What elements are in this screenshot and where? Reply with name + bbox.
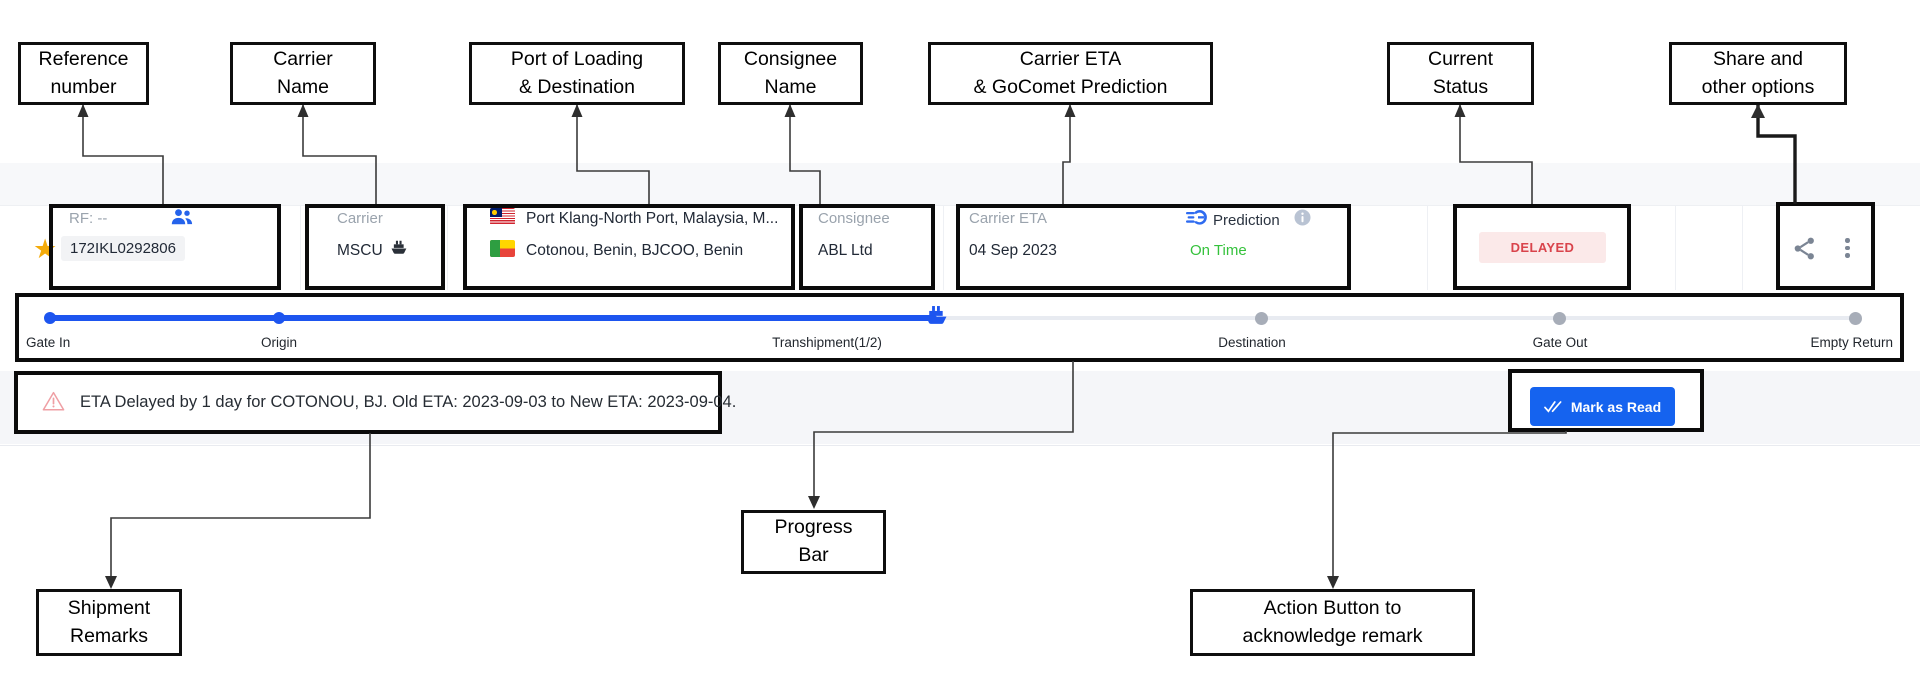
milestone-label: Gate Out xyxy=(1532,335,1588,350)
consignee-annotation-box xyxy=(799,204,935,290)
callout-ports: Port of Loading& Destination xyxy=(469,42,685,105)
reference-number: 172IKL0292806 xyxy=(61,236,185,261)
reference-annotation-box xyxy=(49,204,281,290)
favorite-star-icon[interactable]: ★ xyxy=(33,234,58,264)
column-divider xyxy=(943,205,944,290)
mark-as-read-label: Mark as Read xyxy=(1570,398,1662,415)
column-divider xyxy=(1742,205,1743,290)
current-vessel-position-icon xyxy=(924,305,950,332)
column-divider xyxy=(1675,205,1676,290)
milestone-label: Gate In xyxy=(26,335,71,350)
malaysia-flag-icon xyxy=(490,208,515,225)
mark-as-read-button[interactable]: Mark as Read xyxy=(1530,387,1675,426)
milestone-label: Transhipment(1/2) xyxy=(772,335,882,350)
shipment-remark-text: ETA Delayed by 1 day for COTONOU, BJ. Ol… xyxy=(80,393,737,411)
milestone-dot-gate-in xyxy=(44,312,56,324)
callout-eta: Carrier ETA& GoComet Prediction xyxy=(928,42,1213,105)
progress-track-completed xyxy=(50,315,937,321)
double-check-icon xyxy=(1544,400,1563,413)
benin-flag-icon xyxy=(490,240,515,257)
consignee-label: Consignee xyxy=(818,210,890,227)
carrier-eta-label: Carrier ETA xyxy=(969,210,1048,227)
prediction-label: Prediction xyxy=(1213,211,1280,229)
origin-port: Port Klang-North Port, Malaysia, M... xyxy=(526,210,779,227)
shared-users-icon[interactable] xyxy=(171,209,193,230)
column-divider xyxy=(1427,205,1428,290)
progress-annotation-box xyxy=(15,293,1904,362)
ports-annotation-box xyxy=(463,204,795,290)
share-icon[interactable] xyxy=(1793,237,1816,265)
prediction-value: On Time xyxy=(1190,242,1247,259)
milestone-dot-origin xyxy=(273,312,285,324)
carrier-annotation-box xyxy=(305,204,445,290)
vessel-icon xyxy=(390,240,409,261)
milestone-label: Origin xyxy=(260,335,298,350)
column-divider xyxy=(447,205,448,290)
milestone-dot-gate-out xyxy=(1553,312,1566,325)
progress-track-remaining xyxy=(937,316,1856,320)
info-icon[interactable] xyxy=(1294,209,1311,231)
column-divider xyxy=(300,205,301,290)
status-annotation-box xyxy=(1453,204,1631,290)
carrier-label: Carrier xyxy=(337,210,383,227)
carrier-eta-value: 04 Sep 2023 xyxy=(969,242,1057,259)
gocomet-prediction-icon xyxy=(1186,210,1207,230)
milestone-label: Empty Return xyxy=(1810,335,1893,350)
shipment-remarks-highlight-box xyxy=(14,371,722,434)
carrier-name: MSCU xyxy=(337,241,383,259)
milestone-label: Destination xyxy=(1218,335,1286,350)
milestone-dot-destination xyxy=(1255,312,1268,325)
warning-icon xyxy=(42,391,65,416)
reference-label: RF: -- xyxy=(69,210,108,227)
milestone-dot-empty-return xyxy=(1849,312,1862,325)
destination-port: Cotonou, Benin, BJCOO, Benin xyxy=(526,242,744,259)
eta-annotation-box xyxy=(956,204,1351,290)
card-header-strip xyxy=(0,163,1920,206)
share-annotation-box xyxy=(1776,202,1875,290)
more-options-icon[interactable] xyxy=(1845,238,1850,258)
consignee-name: ABL Ltd xyxy=(818,242,873,259)
status-badge: DELAYED xyxy=(1479,232,1606,263)
